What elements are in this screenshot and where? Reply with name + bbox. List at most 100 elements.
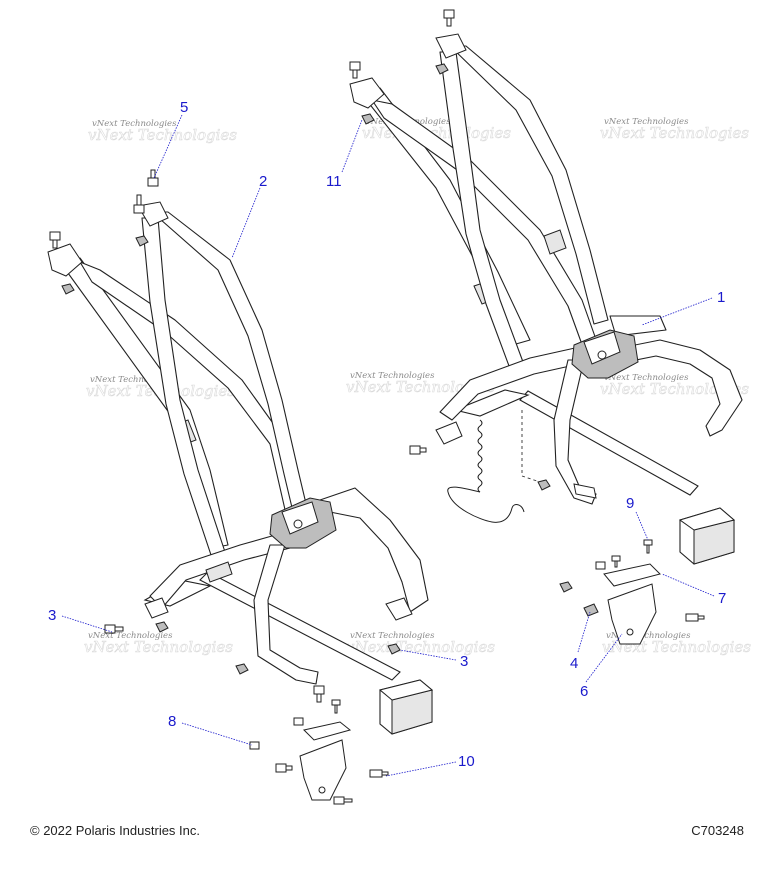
nut-icon <box>583 603 599 617</box>
leader-line-9 <box>635 511 649 541</box>
callout-9: 9 <box>626 495 634 512</box>
bolt-icon <box>685 613 705 622</box>
right-frame-rail-lower <box>453 389 530 417</box>
leader-line-3a <box>61 615 113 633</box>
left-lap-belt-right <box>253 544 319 685</box>
left-bracket <box>299 739 347 801</box>
nut-icon <box>537 479 551 491</box>
bolt-icon <box>333 796 353 805</box>
bolt-icon <box>409 445 427 455</box>
bolt-icon <box>595 561 606 570</box>
callout-6: 6 <box>580 683 588 700</box>
watermark-ghost: vNext Technologies <box>346 638 495 656</box>
left-buckle-button <box>293 519 303 529</box>
callouts: 1 2 3 3 4 5 6 7 8 9 10 11 <box>48 99 726 770</box>
nut-icon <box>155 621 169 633</box>
leader-line-7 <box>661 573 715 597</box>
bolt-icon <box>443 9 455 27</box>
watermark-ghost: vNext Technologies <box>600 124 749 142</box>
nut-icon <box>135 235 149 247</box>
watermark-text: vNext Technologies <box>606 631 691 641</box>
dashed-guide <box>521 410 541 483</box>
left-anchor-plate-2 <box>137 201 169 227</box>
callout-5: 5 <box>180 99 188 116</box>
bracket-hole <box>626 628 634 636</box>
copyright-text: © 2022 Polaris Industries Inc. <box>30 823 200 838</box>
screw-icon <box>643 539 653 554</box>
left-buckle-plate <box>281 501 319 535</box>
bolt-icon <box>275 763 293 773</box>
bolt-icon <box>147 169 159 187</box>
watermark-text: vNext Technologies <box>350 371 435 381</box>
left-strap-loop <box>319 487 429 613</box>
watermark-text: vNext Technologies <box>604 117 689 127</box>
nut-icon <box>559 581 573 593</box>
watermark-ghost: vNext Technologies <box>346 378 495 396</box>
right-buckle-button <box>597 350 607 360</box>
right-buckle-plate <box>583 331 621 365</box>
screw-icon <box>331 699 341 714</box>
nut-icon <box>61 283 75 295</box>
coiled-wire <box>477 419 483 493</box>
watermark-ghost: vNext Technologies <box>600 380 749 398</box>
left-bracket-top-plate <box>303 721 352 741</box>
right-frame-rail <box>519 390 699 496</box>
callout-11: 11 <box>326 173 342 190</box>
leader-line-10 <box>385 761 457 777</box>
right-seatbelt-assembly <box>349 9 743 645</box>
watermark-text: vNext Technologies <box>88 631 173 641</box>
callout-7: 7 <box>718 590 726 607</box>
callout-1: 1 <box>717 289 725 306</box>
right-lower-anchor <box>435 421 463 445</box>
nut-icon <box>235 663 249 675</box>
right-bracket <box>607 583 657 645</box>
callout-2: 2 <box>259 173 267 190</box>
left-lower-anchor-2 <box>385 597 413 621</box>
watermark-ghost: vNext Technologies <box>84 638 233 656</box>
left-seatbelt-assembly <box>47 169 434 805</box>
bolt-icon <box>349 61 361 79</box>
right-anchor-plate-1 <box>349 77 385 109</box>
callout-3a: 3 <box>48 607 56 624</box>
leader-line-8 <box>181 722 253 746</box>
leader-line-1 <box>641 297 713 326</box>
bolt-icon <box>313 685 325 703</box>
left-retractor-cap <box>378 679 434 701</box>
callout-leaders <box>61 114 715 777</box>
bolt-icon <box>49 231 61 249</box>
callout-3b: 3 <box>460 653 468 670</box>
left-lower-anchor-1 <box>144 597 169 619</box>
nut-icon <box>361 113 375 125</box>
left-lap-belt-sleeve <box>205 561 233 583</box>
right-strap-tail <box>609 315 667 337</box>
bolt-icon <box>249 741 260 750</box>
bracket-hole <box>318 786 326 794</box>
bolt-icon <box>133 194 145 214</box>
watermark-ghost: vNext Technologies <box>88 126 237 144</box>
bolt-icon <box>369 769 389 778</box>
callout-8: 8 <box>168 713 176 730</box>
leader-line-4 <box>577 611 591 653</box>
harness-wire <box>447 486 525 523</box>
leader-line-5 <box>153 114 183 179</box>
bolt-icon <box>293 717 304 726</box>
leader-line-6 <box>585 633 623 683</box>
callout-10: 10 <box>458 753 475 770</box>
left-outer-strap <box>151 211 309 517</box>
callout-4: 4 <box>570 655 578 672</box>
right-outer-sleeve <box>543 229 567 255</box>
right-retractor-cap <box>678 507 736 531</box>
right-anchor-plate-2 <box>435 33 467 59</box>
right-lap-belt-right <box>553 359 597 505</box>
leader-line-3b <box>399 649 457 661</box>
watermark-text: vNext Technologies <box>92 119 177 129</box>
nut-icon <box>435 63 449 75</box>
watermark-text: vNext Technologies <box>604 373 689 383</box>
leader-line-11 <box>341 119 363 173</box>
diagram-id: C703248 <box>691 823 744 838</box>
leader-line-2 <box>231 187 261 259</box>
right-strap-loop <box>609 339 743 437</box>
right-outer-strap <box>449 45 609 325</box>
watermark-text: vNext Technologies <box>350 631 435 641</box>
